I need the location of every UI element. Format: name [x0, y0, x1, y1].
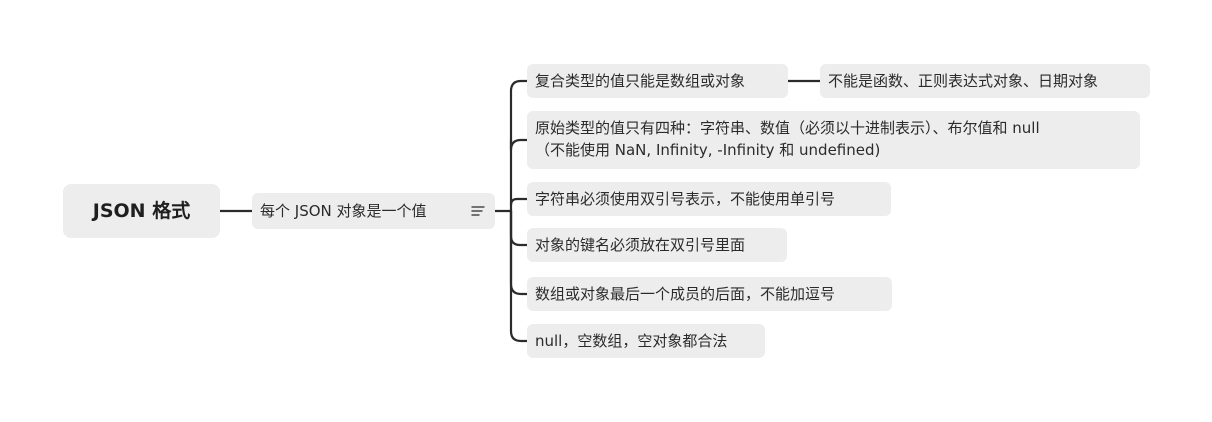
branch-1-child-label: 不能是函数、正则表达式对象、日期对象 — [828, 72, 1099, 90]
branch-node-2[interactable]: 原始类型的值只有四种：字符串、数值（必须以十进制表示）、布尔值和 null （不… — [527, 111, 1140, 169]
root-node[interactable]: JSON 格式 — [63, 184, 220, 238]
center-node[interactable]: 每个 JSON 对象是一个值 — [252, 193, 495, 229]
connector-branch-6 — [509, 209, 529, 343]
root-label: JSON 格式 — [92, 200, 191, 222]
branch-label-1: 复合类型的值只能是数组或对象 — [535, 72, 746, 90]
branch-1-child-node[interactable]: 不能是函数、正则表达式对象、日期对象 — [820, 64, 1150, 98]
connector-branch-3 — [509, 197, 529, 207]
branch-label-4: 对象的键名必须放在双引号里面 — [535, 236, 746, 254]
center-label: 每个 JSON 对象是一个值 — [260, 202, 427, 220]
connector-branch-1 — [509, 79, 529, 213]
branch-node-4[interactable]: 对象的键名必须放在双引号里面 — [527, 228, 787, 262]
notes-icon[interactable] — [471, 204, 485, 218]
connector-branch-5 — [509, 209, 529, 296]
branch-label-5: 数组或对象最后一个成员的后面，不能加逗号 — [535, 285, 836, 303]
branch-node-6[interactable]: null，空数组，空对象都合法 — [527, 324, 765, 358]
branch-node-3[interactable]: 字符串必须使用双引号表示，不能使用单引号 — [527, 182, 891, 216]
branch-label-2-line-1: 原始类型的值只有四种：字符串、数值（必须以十进制表示）、布尔值和 null — [535, 119, 1040, 137]
branch-label-2-line-2: （不能使用 NaN, Infinity, -Infinity 和 undefin… — [535, 141, 881, 159]
branch-node-1[interactable]: 复合类型的值只能是数组或对象 — [527, 64, 788, 98]
connector-branch-4 — [509, 209, 529, 247]
branch-label-3: 字符串必须使用双引号表示，不能使用单引号 — [535, 190, 836, 208]
connector-branch-2 — [509, 138, 529, 151]
branch-label-6: null，空数组，空对象都合法 — [535, 332, 728, 350]
branch-node-5[interactable]: 数组或对象最后一个成员的后面，不能加逗号 — [527, 277, 892, 311]
